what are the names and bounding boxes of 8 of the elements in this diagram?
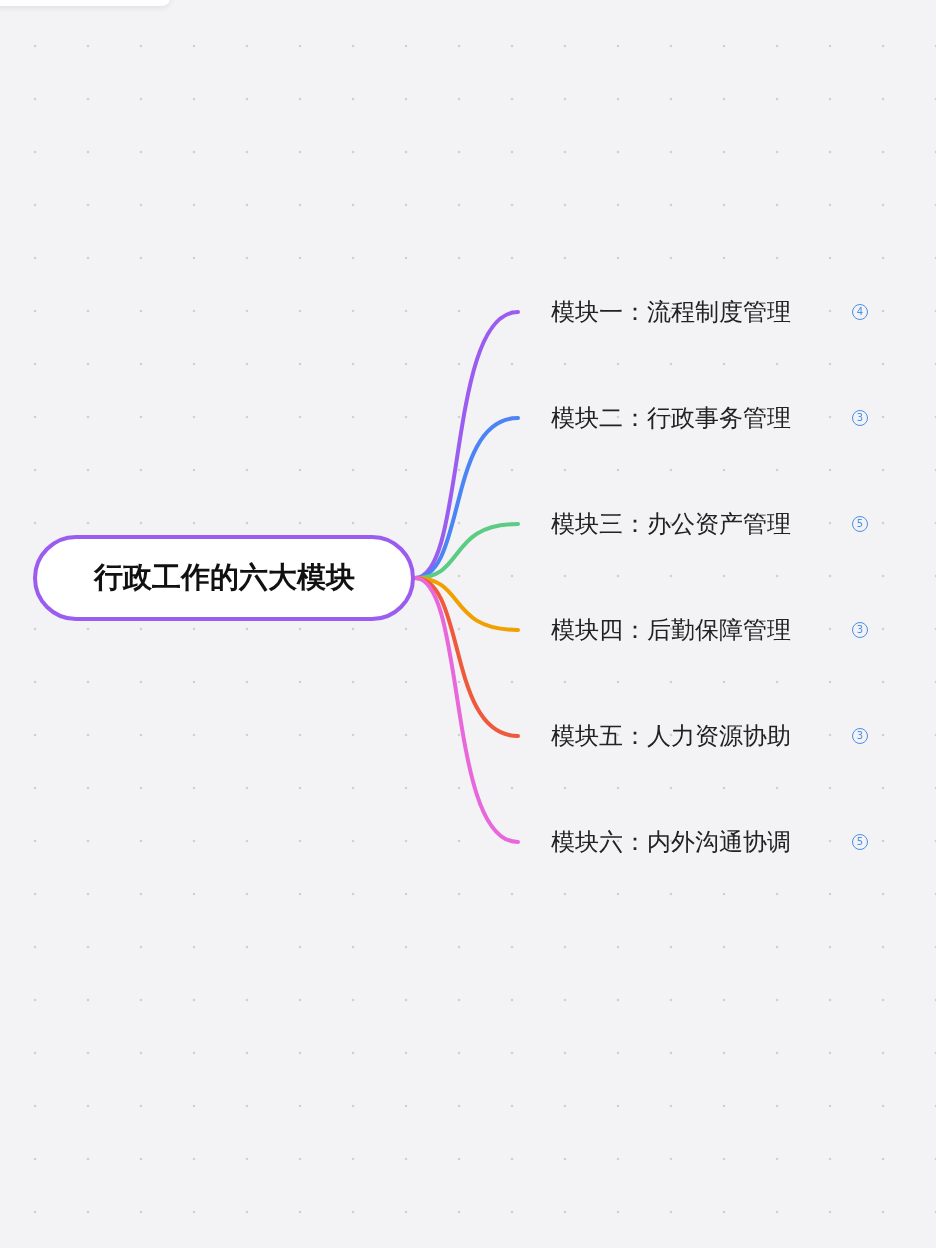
branch-topic: 模块五：人力资源协助 xyxy=(551,721,791,752)
branch-topic: 模块二：行政事务管理 xyxy=(551,403,791,434)
branch-line xyxy=(413,576,520,844)
branch-topic: 模块一：流程制度管理 xyxy=(551,297,791,328)
branch-topic: 模块三：办公资产管理 xyxy=(551,509,791,540)
branch-topic: 模块六：内外沟通协调 xyxy=(551,827,791,858)
central-topic: 行政工作的六大模块 xyxy=(33,535,415,621)
branch-topic: 模块四：后勤保障管理 xyxy=(551,615,791,646)
